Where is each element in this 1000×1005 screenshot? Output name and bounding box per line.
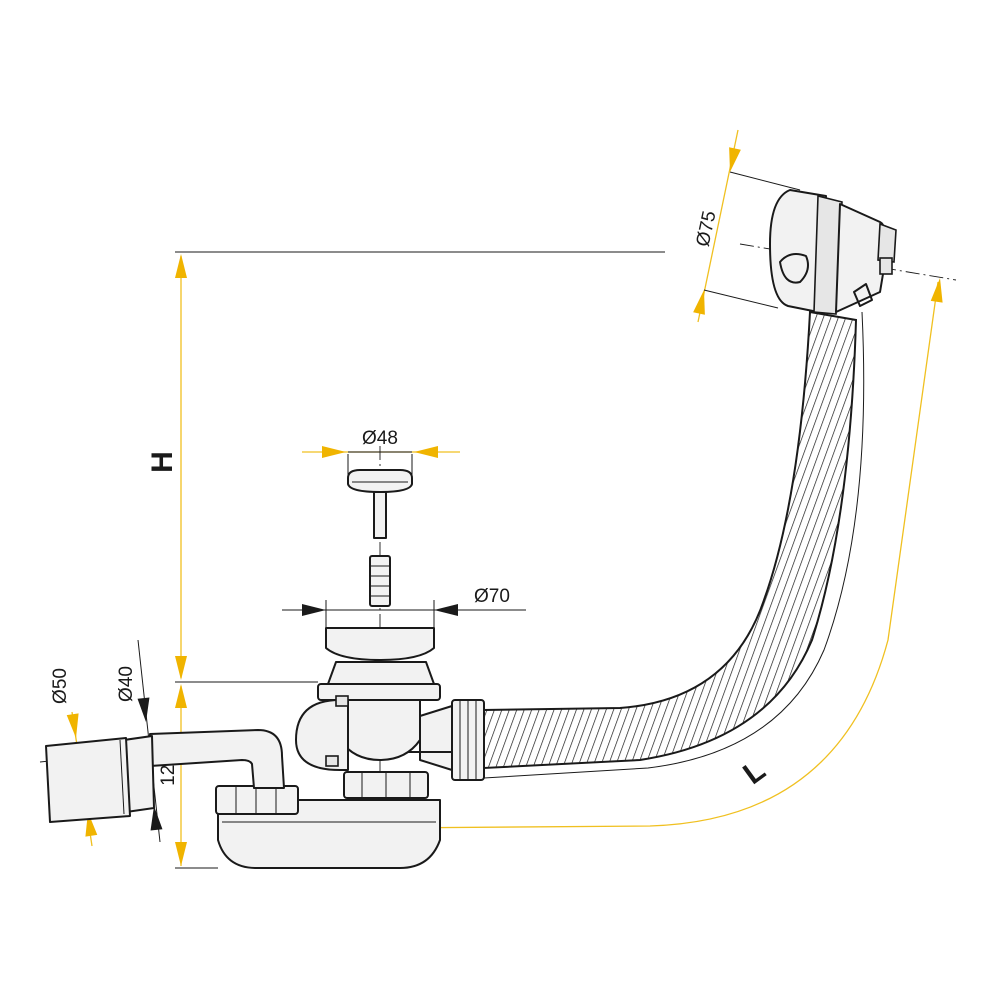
outlet-inner-arrow-bottom <box>150 806 163 831</box>
outlet-pipe <box>45 729 285 823</box>
length-arrow-right <box>930 278 943 303</box>
overflow-elbow <box>295 699 349 771</box>
overflow-logo-mark <box>779 253 809 284</box>
waste-body <box>295 627 441 799</box>
overflow-head <box>769 189 897 315</box>
elbow-clip-bottom <box>325 755 339 767</box>
overflow-clip <box>879 257 893 275</box>
outlet-sleeve-edge <box>119 739 125 815</box>
waste-collar <box>327 661 435 685</box>
trap-height-dimension: 120 <box>158 684 218 869</box>
plug-stem <box>373 491 387 539</box>
plug-diameter-label: Ø48 <box>362 428 398 449</box>
waste-flange <box>325 627 435 661</box>
outlet-outer-arrow-top <box>66 713 79 738</box>
overflow-extension-bottom <box>703 289 779 309</box>
plug-assembly <box>347 469 413 607</box>
bottle-trap <box>215 785 441 869</box>
outlet-inner-arrow-top <box>137 697 150 722</box>
height-label: H <box>146 451 179 473</box>
trap-arrow-bottom <box>175 842 187 866</box>
plug-cap <box>347 469 413 493</box>
waste-diameter-label: Ø70 <box>474 586 510 607</box>
plug-arrow-left <box>322 446 346 458</box>
plug-arrow-right <box>414 446 438 458</box>
hose-body <box>483 310 858 770</box>
hose-spigot <box>419 705 453 771</box>
plug-diameter-dimension: Ø48 <box>302 428 460 476</box>
overflow-arrow-bottom <box>693 290 705 315</box>
waste-diameter-dimension: Ø70 <box>282 586 526 628</box>
trap-arrow-top <box>175 684 187 708</box>
overflow-cap <box>877 222 897 263</box>
length-label: L <box>737 754 771 791</box>
overflow-ring <box>813 194 843 315</box>
outlet-bend <box>149 729 285 789</box>
overflow-diameter-label: Ø75 <box>693 209 721 249</box>
elbow-clip-top <box>335 695 349 707</box>
waste-arrow-left <box>302 604 326 616</box>
height-dimension: H <box>146 251 665 683</box>
length-dimension-line <box>385 281 939 829</box>
outlet-sleeve <box>45 737 131 823</box>
hose-overflow-tube <box>483 311 865 779</box>
plug-spring <box>369 555 391 607</box>
height-arrow-bottom <box>175 656 187 680</box>
corrugated-hose <box>483 310 865 779</box>
overflow-extension-top <box>729 171 801 191</box>
overflow-arrow-top <box>729 147 741 172</box>
outlet-inner-diameter-label: Ø40 <box>116 666 137 702</box>
overflow-hinge <box>853 283 873 307</box>
hose-connector <box>379 699 485 781</box>
outlet-outer-diameter-label: Ø50 <box>50 668 71 704</box>
trap-bowl <box>217 799 441 869</box>
waste-arrow-right <box>434 604 458 616</box>
outlet-nut <box>215 785 299 815</box>
height-arrow-top <box>175 254 187 278</box>
waste-tube <box>339 699 421 761</box>
